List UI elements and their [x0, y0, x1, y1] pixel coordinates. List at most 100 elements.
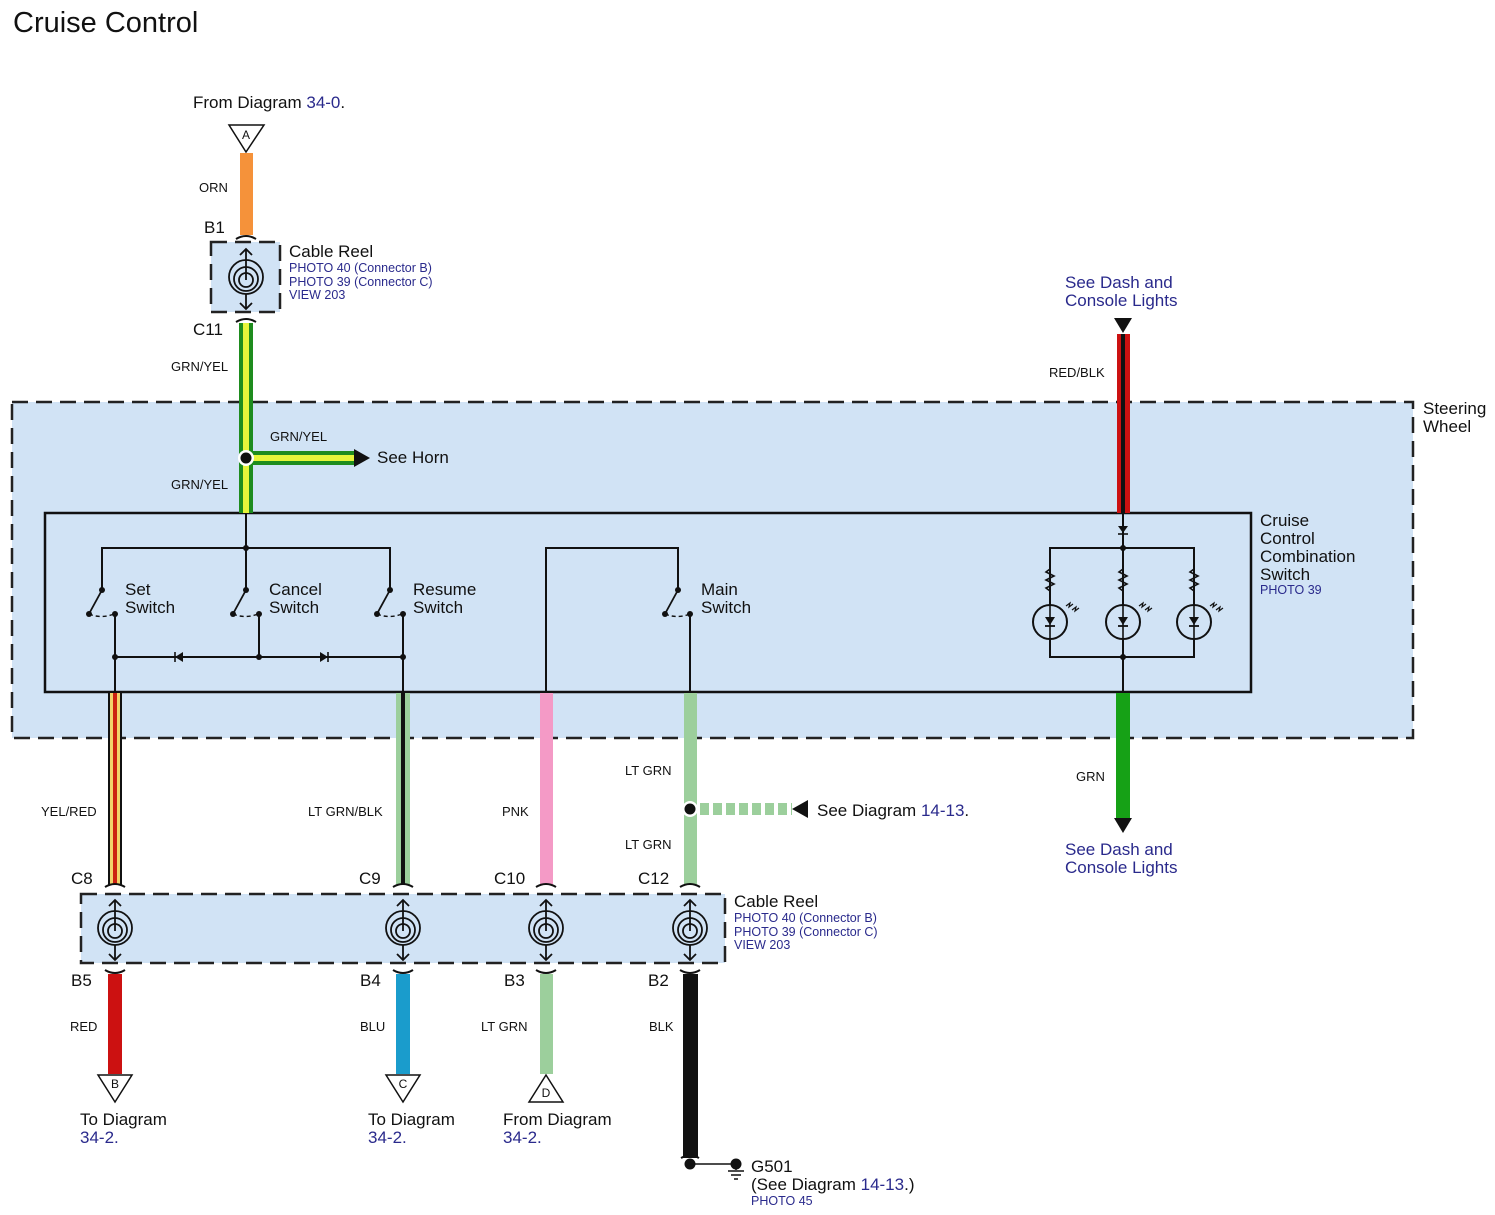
see-horn-link[interactable]: See Horn	[377, 448, 449, 467]
output-b-link[interactable]: 34-2.	[80, 1128, 119, 1147]
wire-lt-grn-blk	[396, 693, 410, 885]
wire-grn-yel-vertical	[239, 323, 253, 513]
connector-c11-cap	[235, 318, 257, 323]
connector-triangle-d	[527, 1073, 565, 1103]
cable-reel-bottom-photo1[interactable]: PHOTO 40 (Connector B)	[734, 911, 877, 925]
top-source-text: From Diagram 34-0.	[193, 93, 345, 112]
connector-triangle-c	[384, 1074, 422, 1104]
wire-blu	[396, 974, 410, 1074]
connector-c12-cap	[679, 883, 701, 888]
wire-lt-grn	[684, 693, 697, 885]
connector-b5-label: B5	[71, 971, 92, 990]
combination-switch-label-line2: Control	[1260, 529, 1315, 548]
connector-triangle-c-label: C	[399, 1077, 408, 1091]
set-switch-label-line2: Switch	[125, 598, 175, 617]
ground-see-diagram: (See Diagram 14-13.)	[751, 1175, 914, 1194]
connector-c10-label: C10	[494, 869, 525, 888]
resume-switch-label-line2: Switch	[413, 598, 463, 617]
connector-b2-label: B2	[648, 971, 669, 990]
page-title: Cruise Control	[13, 7, 198, 39]
ground-diagram-link[interactable]: 14-13	[861, 1175, 904, 1194]
dash-lights-top-line1[interactable]: See Dash and	[1065, 273, 1173, 292]
connector-triangle-b	[96, 1074, 134, 1104]
cable-reel-top-view[interactable]: VIEW 203	[289, 288, 345, 302]
steering-wheel-label-line2: Wheel	[1423, 417, 1471, 436]
arrow-to-dash-lights-icon	[1114, 818, 1132, 833]
wire-pnk	[540, 693, 553, 885]
dash-lights-bottom-line2[interactable]: Console Lights	[1065, 858, 1177, 877]
indicator-lamp-circuit	[1032, 513, 1224, 692]
connector-b4-cap	[392, 969, 414, 974]
connector-c8-label: C8	[71, 869, 93, 888]
connector-b1-label: B1	[204, 218, 225, 237]
connector-b1-cap	[235, 235, 257, 240]
combination-switch-label-line3: Combination	[1260, 547, 1355, 566]
output-c-link[interactable]: 34-2.	[368, 1128, 407, 1147]
wire-label-grn-yel-horn: GRN/YEL	[270, 429, 327, 444]
wire-red-blk	[1117, 334, 1130, 513]
dash-lights-bottom-line1[interactable]: See Dash and	[1065, 840, 1173, 859]
output-d-text: From Diagram	[503, 1110, 612, 1129]
see-diagram-mid-link[interactable]: 14-13	[921, 801, 964, 820]
steering-wheel-label-line1: Steering	[1423, 399, 1486, 418]
ground-icon	[728, 1158, 744, 1180]
wire-label-lt-grn-blk: LT GRN/BLK	[308, 804, 383, 819]
arrow-from-dash-lights-icon	[1114, 318, 1132, 333]
connector-c9-label: C9	[359, 869, 381, 888]
wire-label-grn: GRN	[1076, 769, 1105, 784]
ground-connector-cap	[680, 1154, 700, 1159]
wire-label-red-blk: RED/BLK	[1049, 365, 1105, 380]
cable-reel-top-photo1[interactable]: PHOTO 40 (Connector B)	[289, 261, 432, 275]
switch-circuit	[86, 513, 693, 692]
combination-switch-photo-link[interactable]: PHOTO 39	[1260, 583, 1322, 597]
cancel-switch-label-line1: Cancel	[269, 580, 322, 599]
wire-label-orn: ORN	[199, 180, 228, 195]
cable-reel-top-photo2[interactable]: PHOTO 39 (Connector C)	[289, 275, 433, 289]
splice-point-horn	[240, 452, 252, 464]
wire-red	[108, 974, 122, 1074]
set-switch-label-line1: Set	[125, 580, 151, 599]
wire-label-grn-yel-bottom: GRN/YEL	[171, 477, 228, 492]
connector-b5-cap	[104, 969, 126, 974]
connector-c12-label: C12	[638, 869, 669, 888]
ground-photo-link[interactable]: PHOTO 45	[751, 1194, 813, 1208]
cable-reel-bottom-photo2[interactable]: PHOTO 39 (Connector C)	[734, 925, 878, 939]
cable-reel-bottom-name: Cable Reel	[734, 892, 818, 911]
wire-label-yel-red: YEL/RED	[41, 804, 97, 819]
ground-name: G501	[751, 1157, 793, 1176]
splice-point-mid	[684, 803, 696, 815]
wire-label-blu: BLU	[360, 1019, 385, 1034]
connector-triangle-a-label: A	[242, 128, 250, 142]
wire-yel-red	[108, 693, 122, 885]
connector-c10-cap	[535, 883, 557, 888]
wire-label-red: RED	[70, 1019, 97, 1034]
arrow-from-diagram-icon	[792, 800, 808, 818]
wire-label-blk: BLK	[649, 1019, 674, 1034]
cable-reel-top-name: Cable Reel	[289, 242, 373, 261]
wire-orn	[240, 153, 253, 235]
wire-grn-yel-horn	[246, 451, 354, 465]
wire-label-grn-yel-top: GRN/YEL	[171, 359, 228, 374]
dash-lights-top-line2[interactable]: Console Lights	[1065, 291, 1177, 310]
wire-label-lt-grn-b3: LT GRN	[481, 1019, 527, 1034]
wire-label-pnk: PNK	[502, 804, 529, 819]
cable-reel-bottom-view[interactable]: VIEW 203	[734, 938, 790, 952]
connector-c11-label: C11	[193, 320, 223, 339]
connector-triangle-b-label: B	[111, 1077, 119, 1091]
main-switch-label-line2: Switch	[701, 598, 751, 617]
resume-switch-label-line1: Resume	[413, 580, 476, 599]
combination-switch-label-line1: Cruise	[1260, 511, 1309, 530]
cancel-switch-label-line2: Switch	[269, 598, 319, 617]
connector-b3-label: B3	[504, 971, 525, 990]
output-c-text: To Diagram	[368, 1110, 455, 1129]
output-d-link[interactable]: 34-2.	[503, 1128, 542, 1147]
wire-blk	[683, 974, 698, 1158]
wire-label-lt-grn-lower: LT GRN	[625, 837, 671, 852]
connector-c8-cap	[104, 883, 126, 888]
top-source-link[interactable]: 34-0	[306, 93, 340, 112]
connector-triangle-d-label: D	[542, 1086, 551, 1100]
see-diagram-mid-text: See Diagram 14-13.	[817, 801, 969, 820]
connector-triangle-a	[227, 124, 266, 154]
wire-label-lt-grn-upper: LT GRN	[625, 763, 671, 778]
